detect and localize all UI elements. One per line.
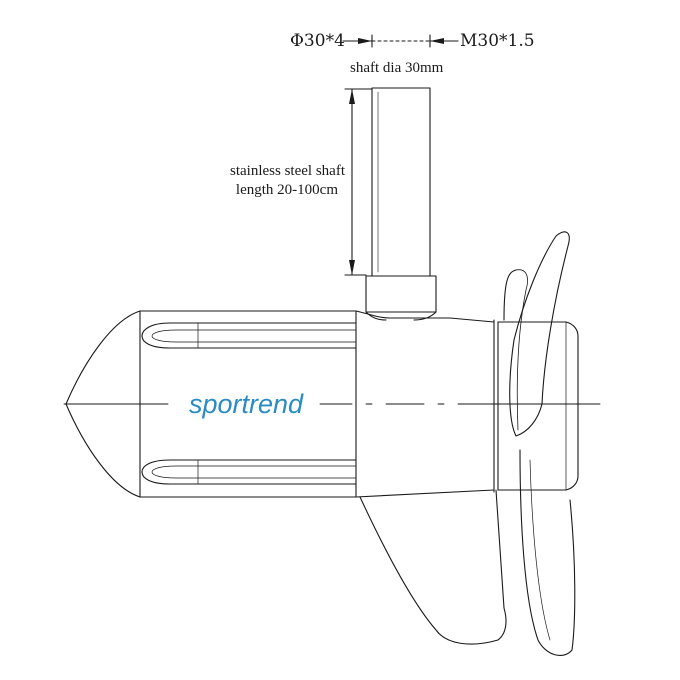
shaft-length-label: length 20-100cm <box>236 182 338 198</box>
thread-label-left: Φ30*4 <box>290 31 345 51</box>
shaft-dia-label: shaft dia 30mm <box>350 60 444 76</box>
thread-label-right: M30*1.5 <box>460 31 535 51</box>
brand-logo-text: sportrend <box>189 389 304 419</box>
length-dimension <box>344 88 373 276</box>
propeller <box>497 231 579 656</box>
skeg-fin <box>359 489 507 645</box>
thread-dimension <box>342 34 459 48</box>
steel-shaft <box>365 87 437 321</box>
shaft-material-label: stainless steel shaft <box>230 163 346 179</box>
